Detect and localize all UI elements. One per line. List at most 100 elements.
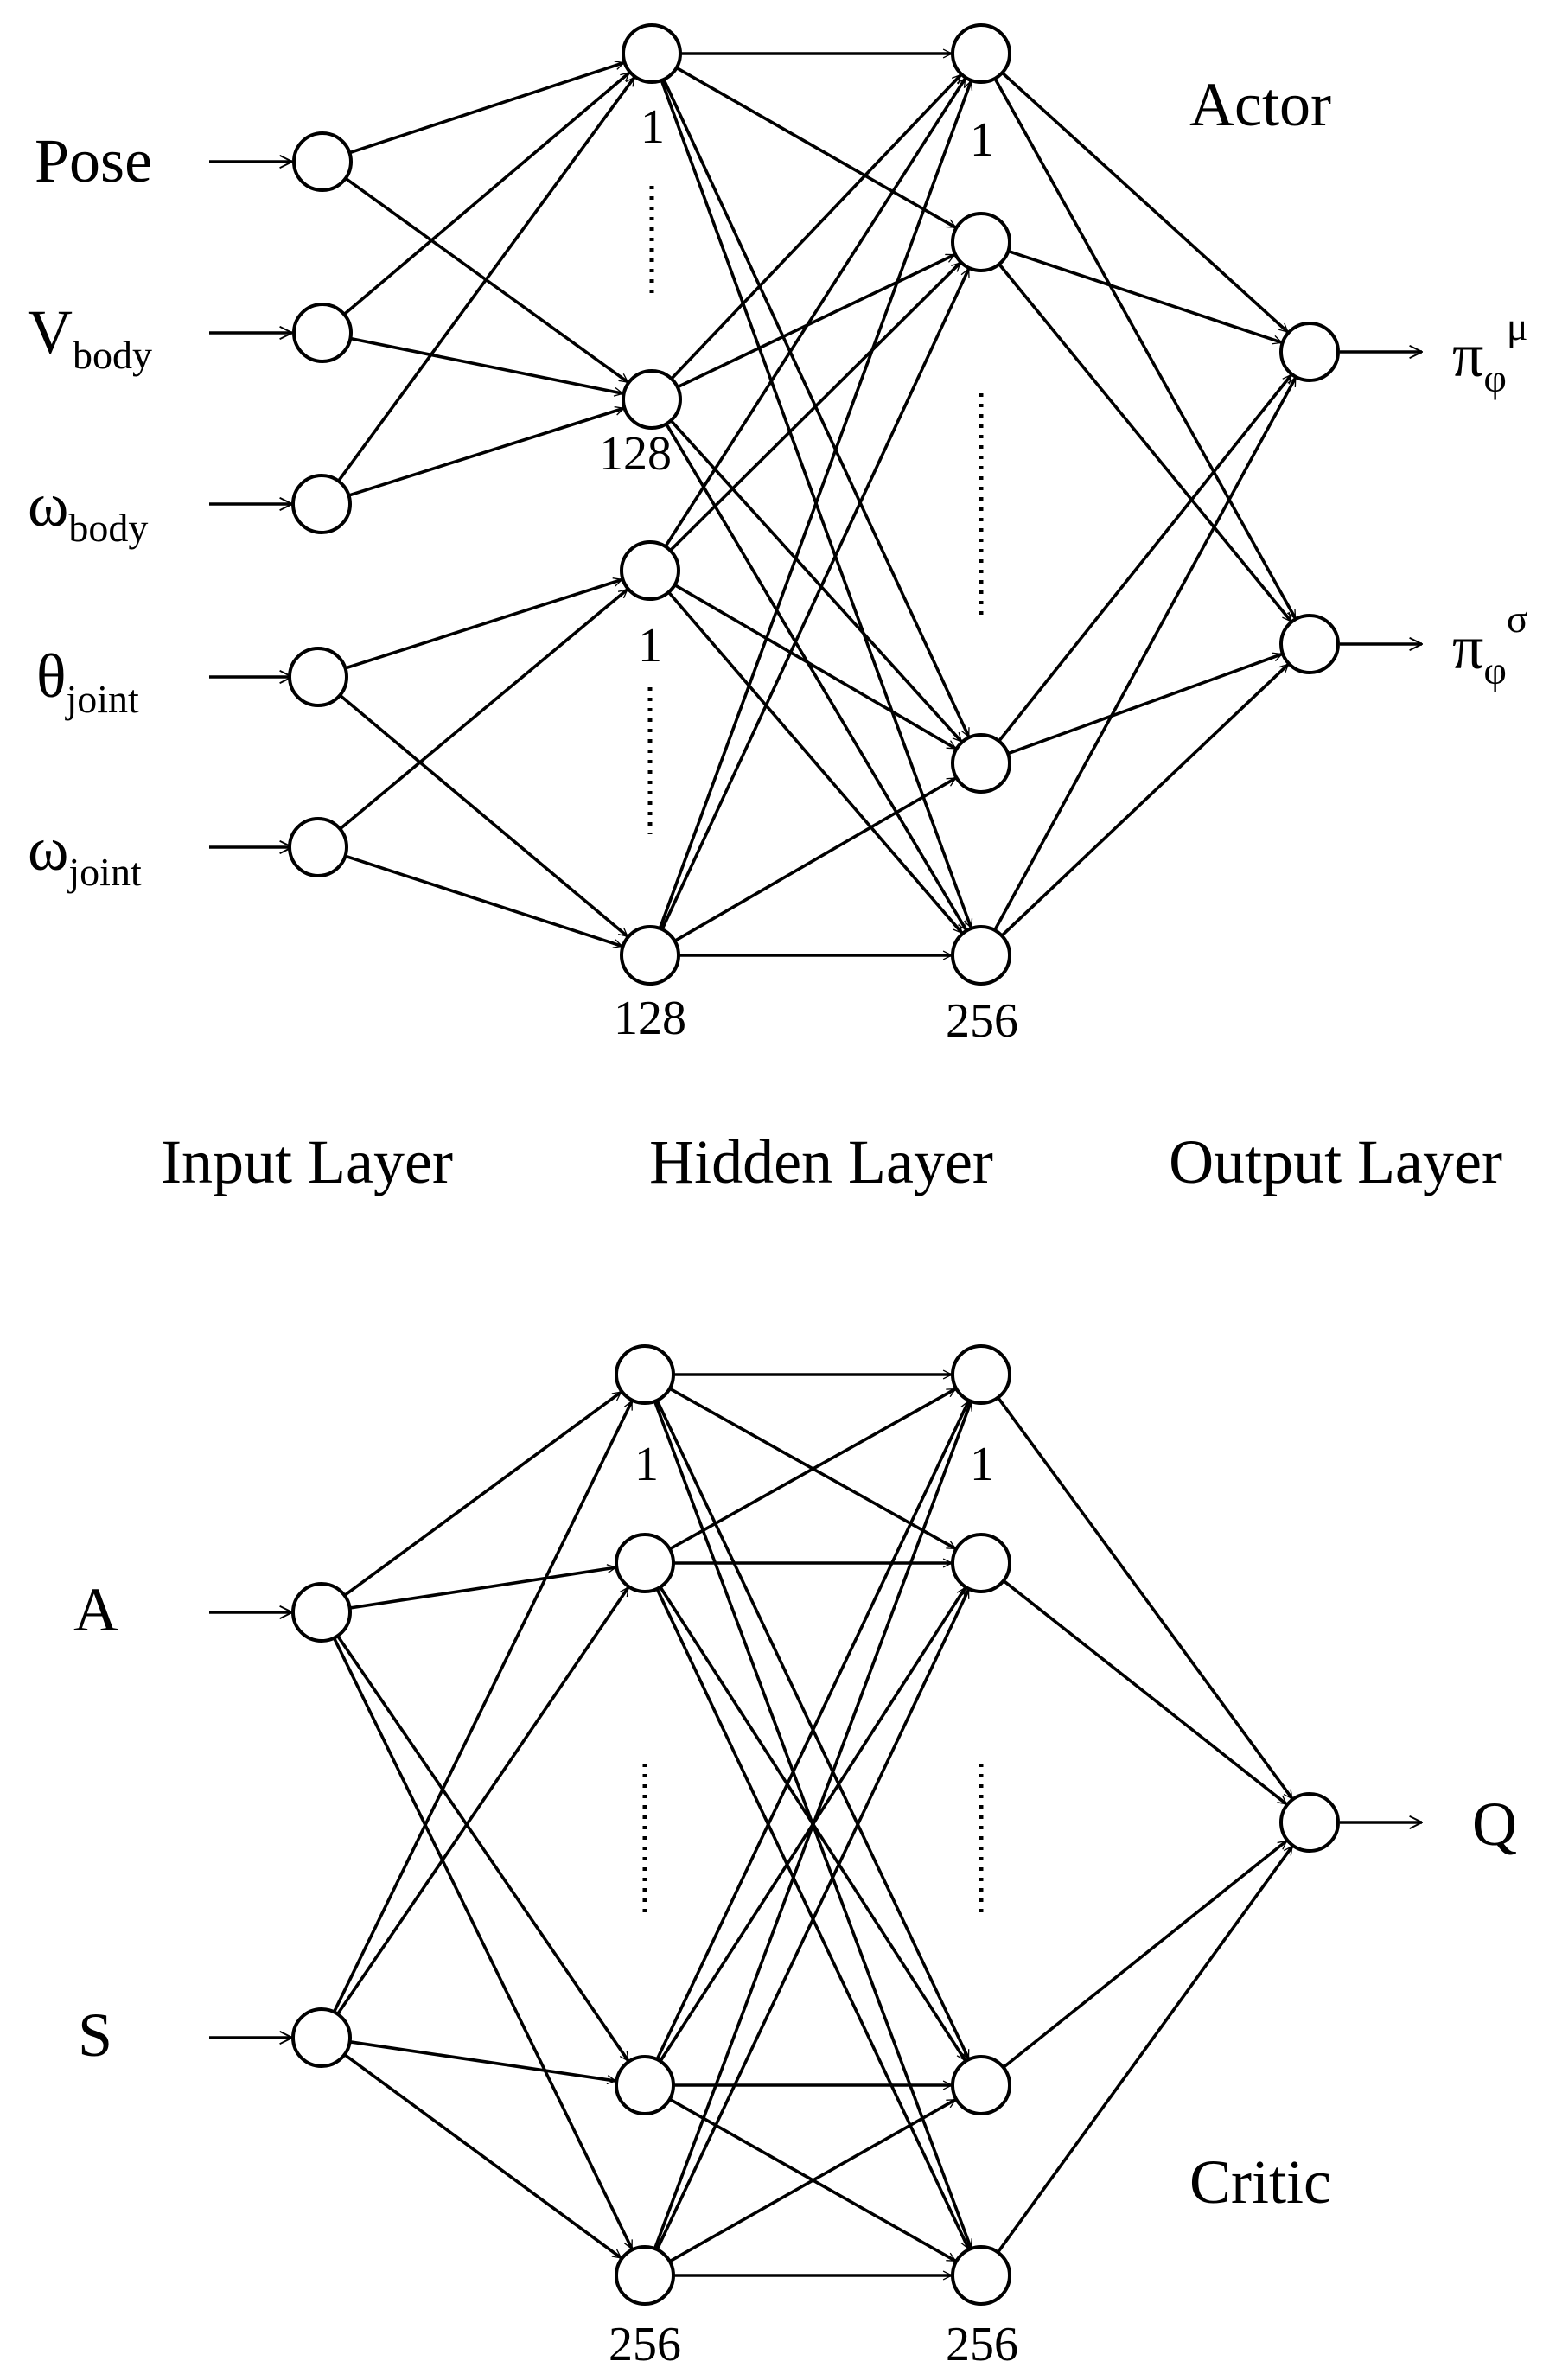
actor-h2-out-edge-2-0	[998, 375, 1293, 743]
critic-h2-out-edge-0-0	[997, 1396, 1294, 1799]
actor-hidden1-label-128a: 128	[599, 427, 672, 481]
critic-h1-h2-edge-3-1	[655, 1590, 971, 2250]
actor-hidden1-label-128b: 128	[614, 992, 686, 1045]
actor-input-node-4	[288, 817, 348, 877]
critic-in-h1-edge-1-3	[343, 2053, 622, 2260]
actor-in-h1-3-3	[339, 693, 629, 938]
actor-h2-out-edge-3-0	[993, 378, 1297, 931]
critic-title: Critic	[1189, 2147, 1331, 2217]
actor-h2-out-edge-3-1	[1000, 663, 1290, 937]
actor-hidden2-label-top: 1	[970, 113, 994, 167]
actor-in-h1-2-1	[347, 408, 623, 497]
critic-hidden1-label-bottom: 256	[609, 2318, 681, 2371]
actor-input-node-3	[288, 647, 348, 707]
actor-h1-h2-edge-1-2	[669, 419, 963, 743]
actor-h1-h2-edge-1-0	[670, 73, 962, 380]
actor-h2-out-edge-0-1	[993, 77, 1297, 618]
critic-hidden2-node-1	[951, 1533, 1011, 1593]
actor-h2-out-edge-2-1	[1007, 654, 1282, 756]
critic-h1-h2-edge-3-0	[653, 1402, 972, 2249]
critic-in-h1-edge-0-0	[343, 1390, 622, 1597]
actor-in-h1-1-0	[343, 71, 631, 316]
input-layer-title: Input Layer	[161, 1127, 453, 1196]
actor-output-node-1	[1279, 614, 1340, 674]
actor-hidden1-node-2	[620, 540, 680, 601]
critic-h1-h2-edge-1-0	[668, 1388, 956, 1551]
critic-input-node-1	[291, 2007, 352, 2068]
critic-in-h1-edge-1-0	[332, 1401, 634, 2013]
actor-hidden2-node-3	[951, 925, 1011, 986]
critic-hidden2-node-2	[951, 2055, 1011, 2115]
input-arrows	[209, 162, 1422, 2038]
actor-in-h1-0-0	[348, 63, 623, 155]
critic-output-node-0	[1279, 1792, 1340, 1853]
actor-input-node-0	[292, 131, 353, 192]
actor-h1-h2-edge-2-2	[673, 584, 956, 750]
critic-hidden1-node-0	[615, 1344, 675, 1405]
critic-output-label-q: Q	[1472, 1790, 1517, 1859]
actor-hidden1-node-3	[620, 925, 680, 986]
critic-h2-out-edge-1-0	[1002, 1579, 1286, 1806]
critic-in-h1-edge-1-2	[349, 2040, 616, 2081]
actor-in-h1-4-3	[344, 854, 622, 946]
actor-in-h1-1-1	[349, 336, 622, 394]
neuron-nodes	[288, 23, 1340, 2306]
actor-h1-h2-edge-0-2	[662, 79, 971, 737]
critic-hidden1-node-2	[615, 2055, 675, 2115]
connection-edges	[332, 54, 1297, 2275]
actor-in-h1-3-2	[344, 579, 622, 670]
actor-h1-h2-edge-3-1	[660, 269, 971, 930]
critic-hidden2-node-0	[951, 1344, 1011, 1405]
actor-hidden2-node-0	[951, 23, 1011, 84]
actor-h1-h2-edge-1-3	[665, 423, 968, 929]
actor-h1-h2-edge-2-1	[669, 261, 962, 552]
critic-h2-out-edge-3-0	[996, 1847, 1294, 2254]
critic-hidden2-node-3	[951, 2245, 1011, 2306]
actor-input-node-1	[292, 303, 353, 363]
actor-hidden1-label-1b: 1	[638, 619, 662, 673]
critic-h1-h2-edge-2-0	[655, 1401, 971, 2060]
actor-hidden1-node-0	[622, 23, 682, 84]
critic-input-label-a: A	[73, 1575, 118, 1644]
actor-hidden1-node-1	[622, 369, 682, 430]
actor-h1-h2-edge-1-1	[677, 253, 955, 389]
critic-in-h1-edge-0-3	[332, 1637, 634, 2249]
critic-in-h1-edge-0-2	[336, 1635, 630, 2061]
actor-output-label-mu: πφμ	[1452, 304, 1528, 400]
actor-output-label-sigma: πφσ	[1452, 597, 1528, 692]
ellipsis-dots	[642, 186, 984, 1915]
actor-h1-h2-edge-3-0	[658, 81, 971, 929]
critic-hidden1-node-3	[615, 2245, 675, 2306]
actor-output-node-0	[1279, 322, 1340, 382]
critic-hidden2-label-bottom: 256	[946, 2318, 1018, 2371]
actor-h1-h2-edge-0-1	[675, 66, 956, 229]
actor-h2-out-edge-1-1	[998, 263, 1292, 622]
actor-input-label-omega-body: ωbody	[28, 470, 148, 550]
critic-in-h1-edge-1-1	[336, 1587, 630, 2015]
actor-h1-h2-edge-3-2	[673, 776, 956, 943]
actor-h1-h2-edge-2-3	[667, 590, 964, 935]
actor-hidden2-label-bottom: 256	[946, 994, 1018, 1048]
critic-hidden1-label-top: 1	[634, 1438, 659, 1491]
critic-h2-out-edge-2-0	[1002, 1839, 1287, 2069]
critic-hidden2-label-top: 1	[970, 1438, 994, 1491]
actor-hidden2-node-1	[951, 212, 1011, 272]
critic-h1-h2-edge-3-2	[668, 2098, 956, 2263]
actor-input-node-2	[291, 474, 352, 534]
actor-hidden1-label-top: 1	[641, 100, 665, 154]
critic-input-node-0	[291, 1582, 352, 1643]
actor-in-h1-2-0	[337, 77, 636, 482]
actor-h2-out-edge-1-0	[1007, 249, 1281, 342]
actor-h1-h2-edge-2-0	[664, 79, 967, 548]
actor-title: Actor	[1189, 70, 1331, 139]
critic-input-label-s: S	[78, 2000, 112, 2070]
actor-input-label-theta-joint: θjoint	[36, 641, 139, 721]
hidden-layer-title: Hidden Layer	[649, 1127, 993, 1196]
actor-input-label-vbody: Vbody	[28, 297, 152, 377]
critic-in-h1-edge-0-1	[349, 1567, 616, 1610]
actor-input-label-pose: Pose	[35, 126, 152, 195]
critic-hidden1-node-1	[615, 1533, 675, 1593]
output-layer-title: Output Layer	[1169, 1127, 1502, 1196]
actor-h2-out-edge-0-0	[1001, 71, 1290, 334]
